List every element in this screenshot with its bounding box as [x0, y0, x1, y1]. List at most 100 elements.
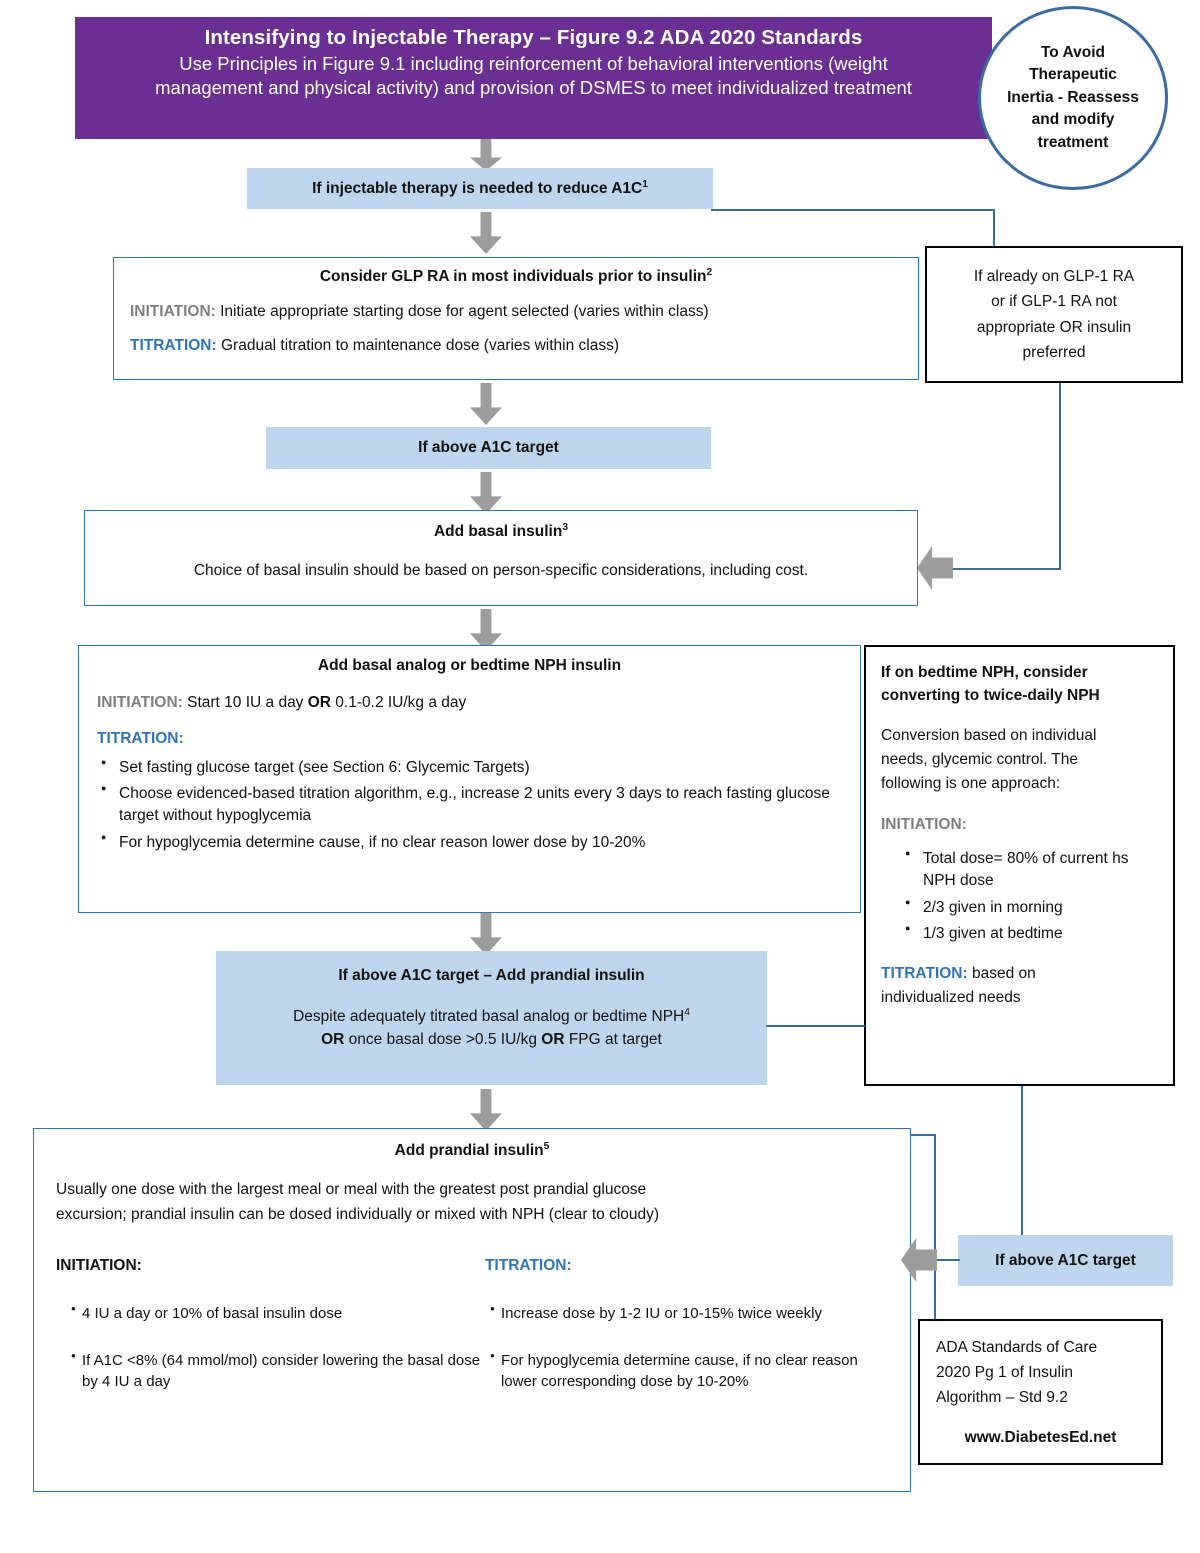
add-prandial-titration-bullets: Increase dose by 1-2 IU or 10-15% twice … [485, 1303, 888, 1393]
prandial-trigger-heading: If above A1C target – Add prandial insul… [338, 967, 645, 984]
footnote-2: 2 [706, 266, 713, 278]
node-above-a1c-target-1: If above A1C target [266, 427, 711, 469]
nph-initiation-label: INITIATION: [881, 815, 967, 833]
add-prandial-titration-label: TITRATION: [484, 1256, 572, 1274]
nph-initiation-bullets: Total dose= 80% of current hs NPH dose 2… [881, 847, 1158, 946]
footnote-4: 4 [684, 1006, 690, 1018]
arrow-down-above-target-to-basal [470, 472, 502, 514]
circle-line-4: and modify [1031, 111, 1115, 129]
glp-heading: Consider GLP RA in most individuals prio… [319, 268, 707, 285]
nph-para-line-2: needs, glycemic control. The [881, 750, 1079, 768]
banner-subtitle-line2: management and physical activity) and pr… [155, 76, 912, 98]
source-line-1: ADA Standards of Care [936, 1339, 1098, 1356]
circle-line-2: Therapeutic [1029, 66, 1117, 84]
glp-side-line-3: appropriate OR insulin [976, 318, 1132, 336]
footnote-1: 1 [642, 178, 648, 190]
arrow-down-analog-to-prandial-trigger [470, 913, 502, 955]
node-add-basal-insulin: Add basal insulin3 Choice of basal insul… [84, 510, 918, 606]
list-item: Set fasting glucose target (see Section … [101, 755, 842, 779]
prandial-trigger-line-2: OR once basal dose >0.5 IU/kg OR FPG at … [321, 1031, 662, 1049]
node-injectable-label: If injectable therapy is needed to reduc… [312, 179, 643, 197]
analog-initiation-b: 0.1-0.2 IU/kg a day [331, 694, 467, 711]
analog-initiation-a: Start 10 IU a day [187, 694, 308, 711]
node-add-basal-analog: Add basal analog or bedtime NPH insulin … [78, 645, 861, 913]
add-prandial-para-line-1: Usually one dose with the largest meal o… [56, 1181, 647, 1198]
banner-subtitle-line1: Use Principles in Figure 9.1 including r… [179, 52, 888, 74]
add-prandial-para: Usually one dose with the largest meal o… [56, 1178, 888, 1228]
list-item: If A1C <8% (64 mmol/mol) consider loweri… [71, 1350, 485, 1393]
analog-heading: Add basal analog or bedtime NPH insulin [317, 657, 622, 674]
add-basal-heading: Add basal insulin [433, 523, 563, 540]
banner-title: Intensifying to Injectable Therapy – Fig… [204, 26, 863, 49]
connector-target2-top-h [911, 1134, 936, 1137]
node-above-a1c-target-2: If above A1C target [958, 1235, 1173, 1286]
source-line-2: 2020 Pg 1 of Insulin [936, 1364, 1074, 1382]
prandial-trigger-line-1: Despite adequately titrated basal analog… [293, 1006, 690, 1025]
nph-heading-line-1: If on bedtime NPH, consider [881, 664, 1088, 681]
arrow-down-trigger-to-add-prandial [470, 1089, 502, 1131]
nph-heading-line-2: converting to twice-daily NPH [881, 687, 1100, 705]
glp-initiation-label: INITIATION: [130, 303, 216, 320]
circle-line-1: To Avoid [1040, 43, 1105, 61]
add-basal-body: Choice of basal insulin should be based … [193, 562, 809, 579]
circle-line-3: Inertia - Reassess [1007, 88, 1139, 106]
analog-initiation-label: INITIATION: [97, 694, 183, 711]
node-add-prandial-insulin: Add prandial insulin5 Usually one dose w… [33, 1128, 911, 1492]
arrow-down-injectable-to-glp [470, 212, 502, 254]
node-glp-side-note: If already on GLP-1 RA or if GLP-1 RA no… [925, 246, 1183, 383]
node-nph-conversion-side: If on bedtime NPH, consider converting t… [864, 645, 1175, 1086]
node-injectable-therapy: If injectable therapy is needed to reduc… [247, 168, 713, 209]
header-banner: Intensifying to Injectable Therapy – Fig… [75, 17, 992, 139]
analog-initiation-row: INITIATION: Start 10 IU a day OR 0.1-0.2… [97, 691, 842, 714]
list-item: Increase dose by 1-2 IU or 10-15% twice … [490, 1303, 888, 1324]
connector-target2-left-v [934, 1134, 937, 1464]
analog-titration-label: TITRATION: [97, 730, 184, 748]
source-line-3: Algorithm – Std 9.2 [936, 1389, 1068, 1407]
add-prandial-initiation-label: INITIATION: [56, 1256, 142, 1274]
above-target-1-label: If above A1C target [418, 439, 559, 456]
glp-titration-row: TITRATION: Gradual titration to maintena… [130, 334, 902, 357]
nph-para-line-3: following is one approach: [881, 774, 1061, 792]
connector-nph-down-v [1021, 1086, 1024, 1235]
list-item: For hypoglycemia determine cause, if no … [101, 831, 842, 854]
glp-titration-text: Gradual titration to maintenance dose (v… [220, 337, 620, 355]
nph-titration-label: TITRATION: [881, 964, 968, 982]
connector-glpside-to-basal-h [948, 568, 1060, 571]
connector-injectable-to-glpside-v [993, 209, 996, 253]
add-prandial-initiation-bullets: 4 IU a day or 10% of basal insulin dose … [56, 1303, 485, 1393]
above-target-2-label: If above A1C target [995, 1251, 1136, 1269]
list-item: 2/3 given in morning [905, 896, 1158, 919]
nph-titration-b: individualized needs [881, 988, 1021, 1006]
add-prandial-heading: Add prandial insulin [394, 1142, 544, 1159]
glp-initiation-text: Initiate appropriate starting dose for a… [220, 303, 709, 320]
connector-glpside-down-v [1059, 383, 1062, 570]
analog-titration-bullets: Set fasting glucose target (see Section … [97, 755, 842, 855]
list-item: 4 IU a day or 10% of basal insulin dose [71, 1303, 485, 1324]
node-source-citation: ADA Standards of Care 2020 Pg 1 of Insul… [918, 1319, 1163, 1465]
list-item: 1/3 given at bedtime [905, 922, 1158, 945]
arrow-down-banner-to-injectable [470, 139, 502, 171]
nph-titration-a: based on [967, 964, 1036, 982]
glp-side-line-4: preferred [1022, 343, 1086, 361]
connector-injectable-to-glpside-h [711, 209, 995, 212]
list-item: Choose evidenced-based titration algorit… [101, 782, 842, 828]
connector-prandial-to-nph-h [766, 1025, 865, 1028]
source-website: www.DiabetesEd.net [964, 1429, 1117, 1447]
add-prandial-para-line-2: excursion; prandial insulin can be dosed… [56, 1205, 660, 1223]
glp-side-line-1: If already on GLP-1 RA [973, 268, 1135, 286]
glp-side-line-2: or if GLP-1 RA not [991, 293, 1117, 311]
nph-para-line-1: Conversion based on individual [881, 726, 1097, 744]
footnote-3: 3 [562, 521, 568, 533]
node-prandial-trigger: If above A1C target – Add prandial insul… [216, 951, 767, 1085]
footnote-5: 5 [543, 1140, 550, 1152]
list-item: Total dose= 80% of current hs NPH dose [905, 847, 1158, 893]
glp-initiation-row: INITIATION: Initiate appropriate startin… [130, 300, 902, 323]
circle-line-5: treatment [1037, 133, 1109, 151]
arrow-down-glp-to-above-target [470, 383, 502, 425]
glp-titration-label: TITRATION: [130, 337, 217, 355]
therapeutic-inertia-circle: To Avoid Therapeutic Inertia - Reassess … [978, 6, 1168, 190]
node-consider-glp-ra: Consider GLP RA in most individuals prio… [113, 257, 919, 380]
connector-target2-to-prandial-h [936, 1259, 960, 1262]
arrow-left-into-add-basal [917, 546, 953, 590]
